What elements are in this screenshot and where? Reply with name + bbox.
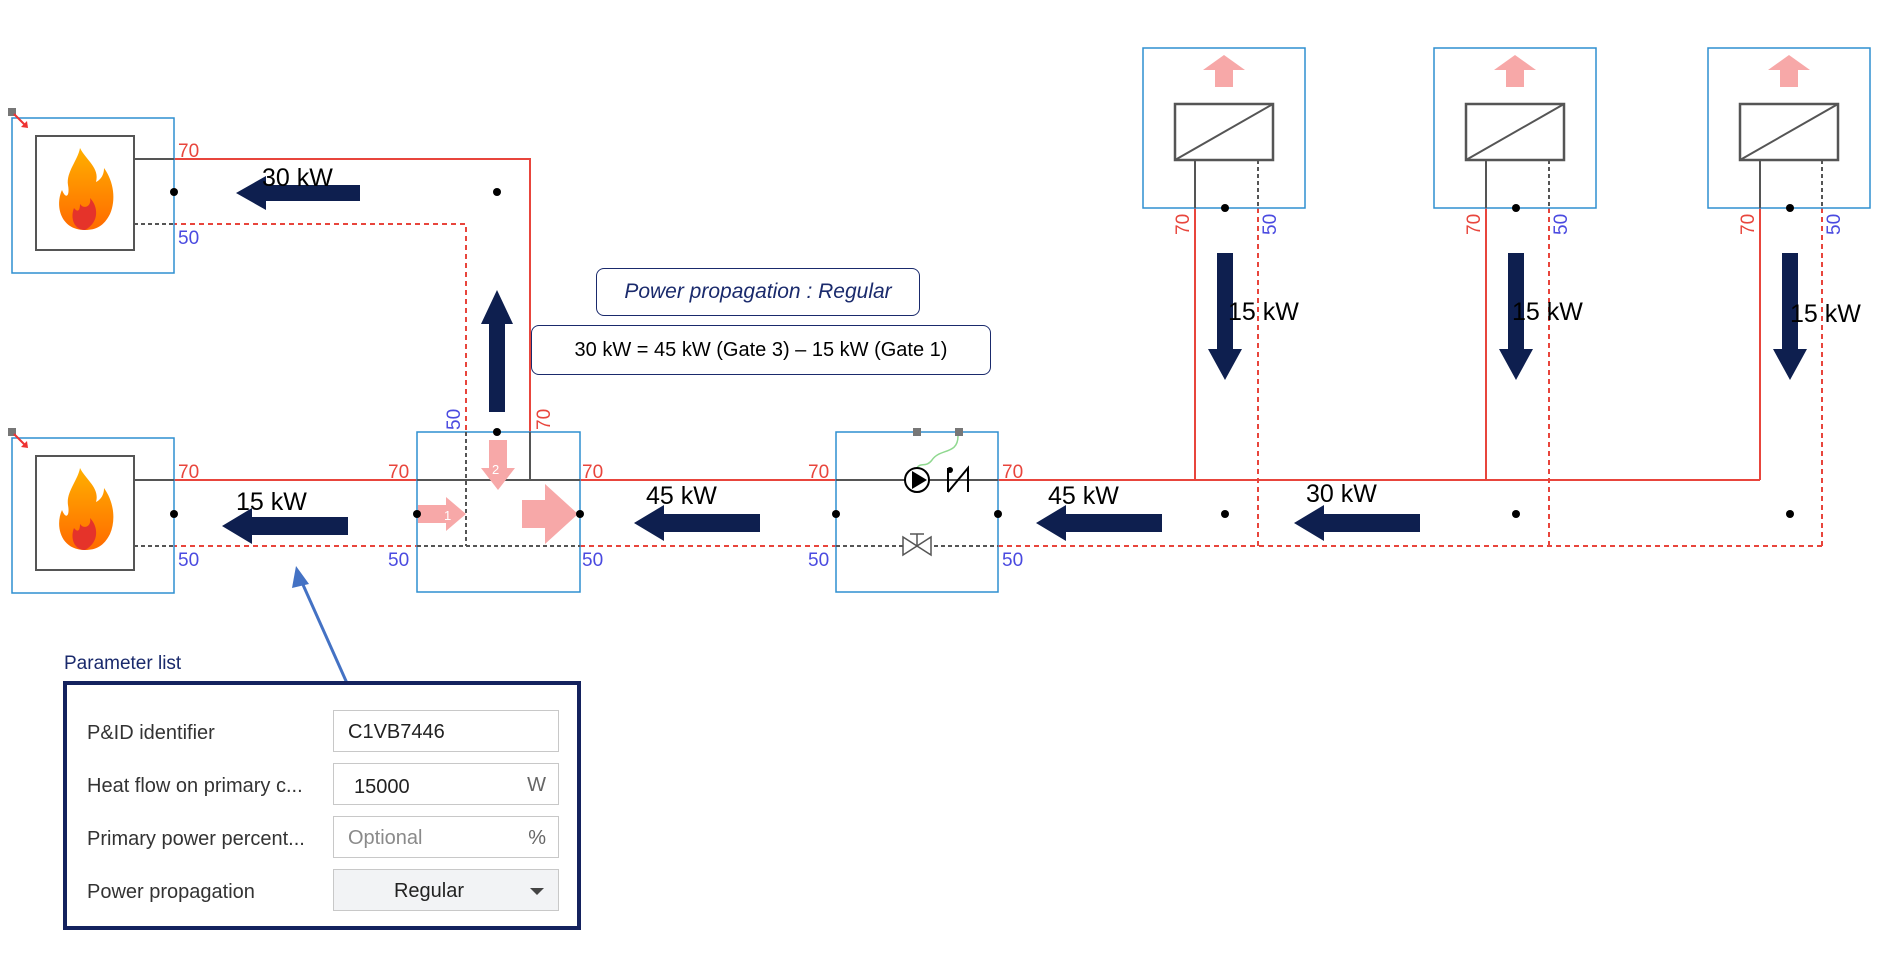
svg-text:1: 1 — [444, 508, 451, 523]
primary-power-percent-placeholder: Optional — [348, 827, 423, 849]
svg-text:70: 70 — [1738, 214, 1759, 235]
svg-text:70: 70 — [1002, 462, 1023, 483]
return-pipes — [136, 163, 1823, 547]
resize-handle-icon[interactable] — [8, 428, 28, 448]
parameter-list-panel: P&ID identifier C1VB7446 Heat flow on pr… — [63, 681, 581, 930]
param-label: Power propagation — [87, 881, 255, 903]
svg-text:70: 70 — [178, 141, 199, 162]
chevron-down-icon[interactable] — [530, 888, 544, 895]
heat-consumer-1[interactable] — [1142, 47, 1306, 209]
boiler-bottom[interactable] — [8, 428, 175, 594]
heat-consumer-3[interactable] — [1707, 47, 1871, 209]
svg-text:30 kW: 30 kW — [262, 164, 333, 192]
svg-text:70: 70 — [178, 462, 199, 483]
power-propagation-selected: Regular — [393, 880, 465, 902]
pump-icon — [904, 467, 930, 493]
flame-icon — [59, 468, 114, 550]
pump-valve-unit[interactable] — [835, 428, 999, 593]
svg-text:70: 70 — [534, 409, 555, 430]
svg-text:30 kW: 30 kW — [1306, 480, 1377, 508]
gate-arrow-1: 1 — [418, 497, 466, 531]
heat-flow-input[interactable]: 15000 W — [333, 763, 559, 805]
balancing-valve-icon — [902, 533, 932, 557]
param-row-heat-flow: Heat flow on primary c... 15000 W — [67, 761, 577, 814]
pid-identifier-input[interactable]: C1VB7446 — [333, 710, 559, 752]
flow-arrow-pump-out — [1036, 505, 1162, 541]
svg-text:70: 70 — [388, 462, 409, 483]
svg-text:50: 50 — [1824, 214, 1845, 235]
primary-power-percent-input[interactable]: Optional % — [333, 816, 559, 858]
heat-flow-value: 15000 — [354, 776, 410, 798]
heat-flow-unit: W — [527, 774, 546, 796]
supply-pipes — [136, 158, 1761, 481]
flow-arrow-riser — [481, 290, 513, 412]
flow-arrow-consumer-2 — [1499, 253, 1533, 380]
svg-text:50: 50 — [178, 550, 199, 571]
svg-text:50: 50 — [1002, 550, 1023, 571]
power-propagation-mode-note: Power propagation : Regular — [596, 268, 920, 316]
svg-text:45 kW: 45 kW — [1048, 482, 1119, 510]
svg-text:50: 50 — [1551, 214, 1572, 235]
resize-handle-icon[interactable] — [8, 108, 28, 128]
flame-icon — [59, 148, 114, 230]
flow-arrow-top-boiler — [236, 176, 360, 210]
power-balance-formula-text: 30 kW = 45 kW (Gate 3) – 15 kW (Gate 1) — [574, 338, 948, 361]
svg-text:50: 50 — [444, 409, 465, 430]
gate-arrow-3 — [522, 484, 578, 544]
primary-power-percent-unit: % — [528, 827, 546, 849]
parameter-list-title: Parameter list — [64, 653, 182, 674]
svg-text:15 kW: 15 kW — [1228, 298, 1299, 326]
port-temperature-labels: 70 50 70 50 70 50 70 50 70 50 70 50 50 7… — [178, 141, 1845, 571]
boiler-top[interactable] — [8, 108, 175, 274]
svg-text:70: 70 — [1173, 214, 1194, 235]
param-label: P&ID identifier — [87, 722, 215, 744]
port-dots — [170, 188, 1794, 518]
pid-identifier-value: C1VB7446 — [348, 721, 445, 743]
param-row-pid-identifier: P&ID identifier C1VB7446 — [67, 708, 577, 761]
svg-text:45 kW: 45 kW — [646, 482, 717, 510]
flow-arrow-consumer-1 — [1208, 253, 1242, 380]
param-label: Heat flow on primary c... — [87, 775, 303, 797]
svg-text:50: 50 — [1260, 214, 1281, 235]
svg-text:50: 50 — [388, 550, 409, 571]
svg-text:70: 70 — [1464, 214, 1485, 235]
svg-text:50: 50 — [178, 228, 199, 249]
svg-text:70: 70 — [582, 462, 603, 483]
power-propagation-mode-text: Power propagation : Regular — [624, 280, 892, 303]
manifold-junction[interactable]: 1 2 — [416, 431, 581, 593]
svg-text:2: 2 — [492, 462, 499, 477]
heat-consumer-2[interactable] — [1433, 47, 1597, 209]
gate-arrow-2: 2 — [481, 440, 515, 490]
param-row-primary-power-percent: Primary power percent... Optional % — [67, 814, 577, 867]
power-balance-formula-note: 30 kW = 45 kW (Gate 3) – 15 kW (Gate 1) — [531, 325, 991, 375]
param-row-power-propagation: Power propagation Regular — [67, 867, 577, 920]
svg-text:15 kW: 15 kW — [1790, 300, 1861, 328]
flow-arrow-bottom-boiler — [222, 508, 348, 544]
param-label: Primary power percent... — [87, 828, 305, 850]
svg-text:15 kW: 15 kW — [236, 488, 307, 516]
svg-text:15 kW: 15 kW — [1512, 298, 1583, 326]
flow-arrow-consumer-3 — [1773, 253, 1807, 380]
svg-text:50: 50 — [582, 550, 603, 571]
flow-arrow-branch — [1294, 505, 1420, 541]
flow-value-labels: 30 kW 15 kW 45 kW 45 kW 30 kW 15 kW 15 k… — [236, 164, 1861, 516]
svg-text:50: 50 — [808, 550, 829, 571]
power-propagation-select[interactable]: Regular — [333, 869, 559, 911]
check-valve-icon — [947, 465, 969, 493]
flow-arrows — [222, 176, 1807, 544]
svg-text:70: 70 — [808, 462, 829, 483]
flow-arrow-manifold-out — [634, 505, 760, 541]
